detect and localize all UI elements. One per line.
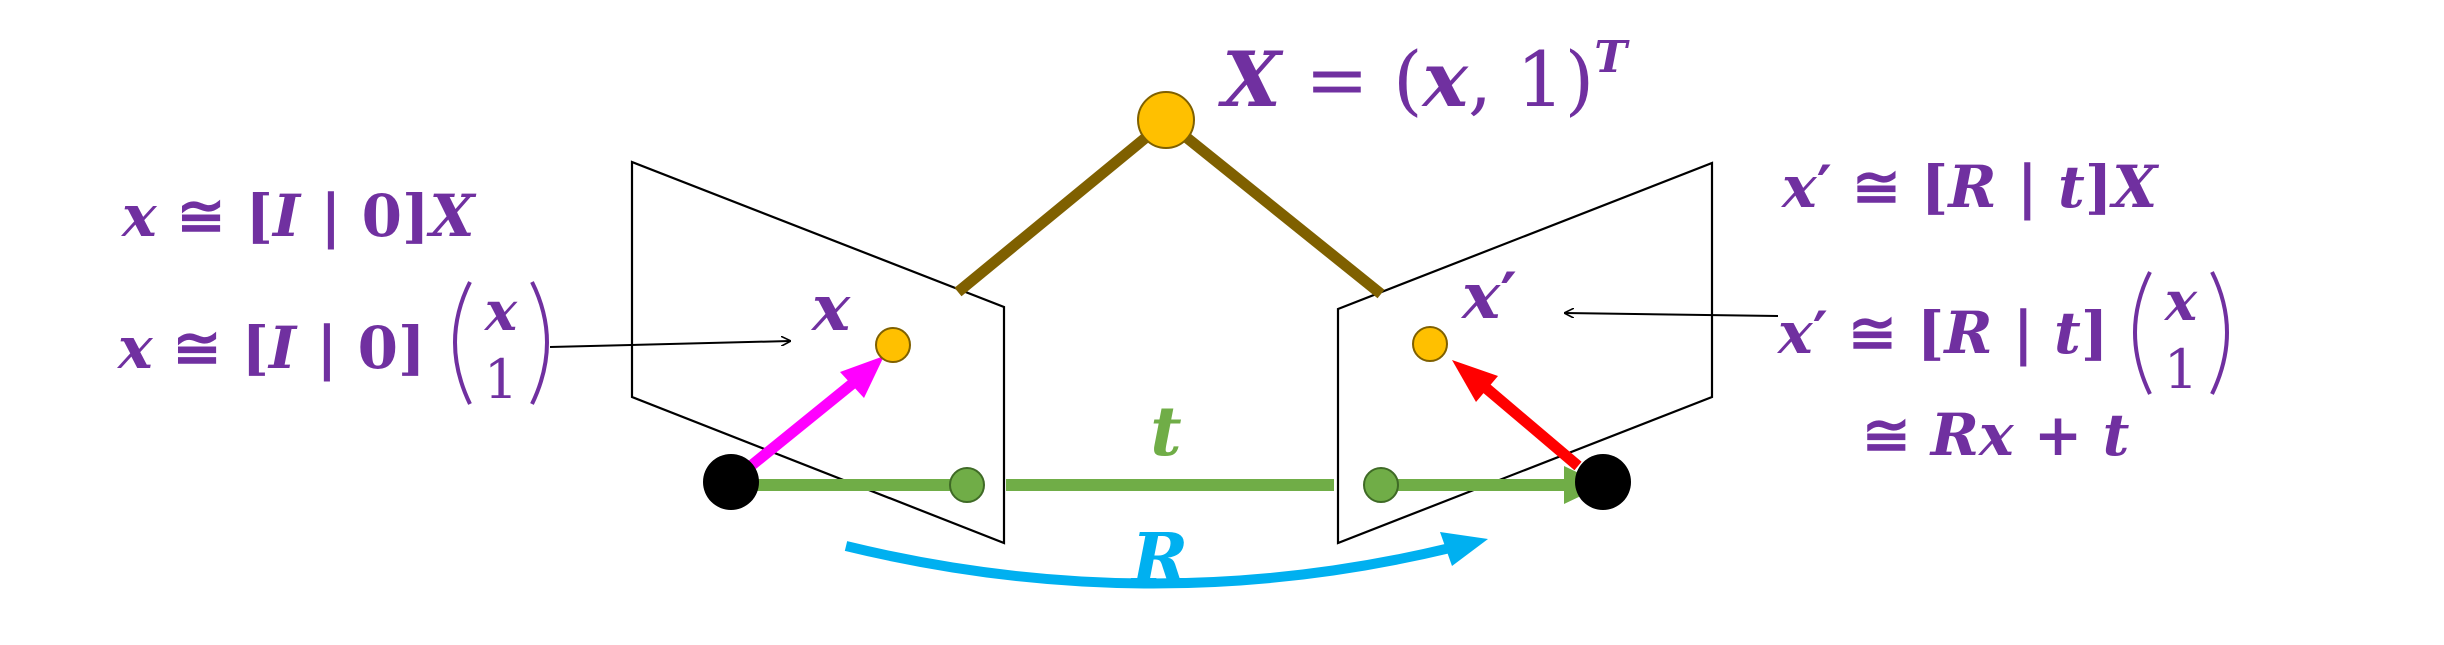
right-affine-equation: ≅ Rx + t <box>1862 401 2130 469</box>
left-homogeneous-equation: x ≅ [I | 0] <box>116 314 425 382</box>
right-viewing-ray <box>1482 383 1582 471</box>
left-image-point-label: x <box>810 271 851 346</box>
world-point-X <box>1137 91 1195 149</box>
right-image-point <box>1412 326 1448 362</box>
world-point-label: X = (x, 1)T <box>1218 32 1630 124</box>
left-viewing-ray <box>748 379 856 470</box>
right-pointer-arrow <box>1565 313 1779 316</box>
right-camera-center <box>1575 454 1631 510</box>
left-vector-top: x <box>484 279 518 343</box>
right-projection-equation: x′ ≅ [R | t]X <box>1780 153 2159 221</box>
left-viewing-ray-arrowhead <box>840 356 884 398</box>
rotation-label: R <box>1130 519 1189 599</box>
left-vector-bottom: 1 <box>484 348 518 411</box>
right-homogeneous-equation: x′ ≅ [R | t] <box>1776 299 2108 367</box>
right-viewing-ray-arrowhead <box>1452 360 1498 402</box>
right-image-point-label: x′ <box>1460 259 1517 334</box>
right-vector-bottom: 1 <box>2164 338 2198 401</box>
left-camera-center <box>703 454 759 510</box>
left-vector-close-paren <box>530 281 549 405</box>
left-projection-equation: x ≅ [I | 0]X <box>120 182 476 250</box>
translation-label: t <box>1150 392 1181 472</box>
right-vector-top: x <box>2164 269 2198 333</box>
right-image-plane <box>1336 161 1714 545</box>
left-image-plane <box>630 160 1006 545</box>
right-vector-open-paren <box>2133 271 2152 395</box>
rotation-arc-arrowhead <box>1440 532 1488 566</box>
left-image-point <box>875 327 911 363</box>
right-vector-close-paren <box>2210 271 2229 395</box>
left-projection-ray <box>954 116 1170 297</box>
right-epipole <box>1363 467 1399 503</box>
rotation-arc <box>844 541 1452 589</box>
left-pointer-arrow <box>549 341 790 348</box>
left-vector-open-paren <box>453 281 472 405</box>
right-projection-ray <box>1162 116 1385 299</box>
left-epipole <box>949 467 985 503</box>
